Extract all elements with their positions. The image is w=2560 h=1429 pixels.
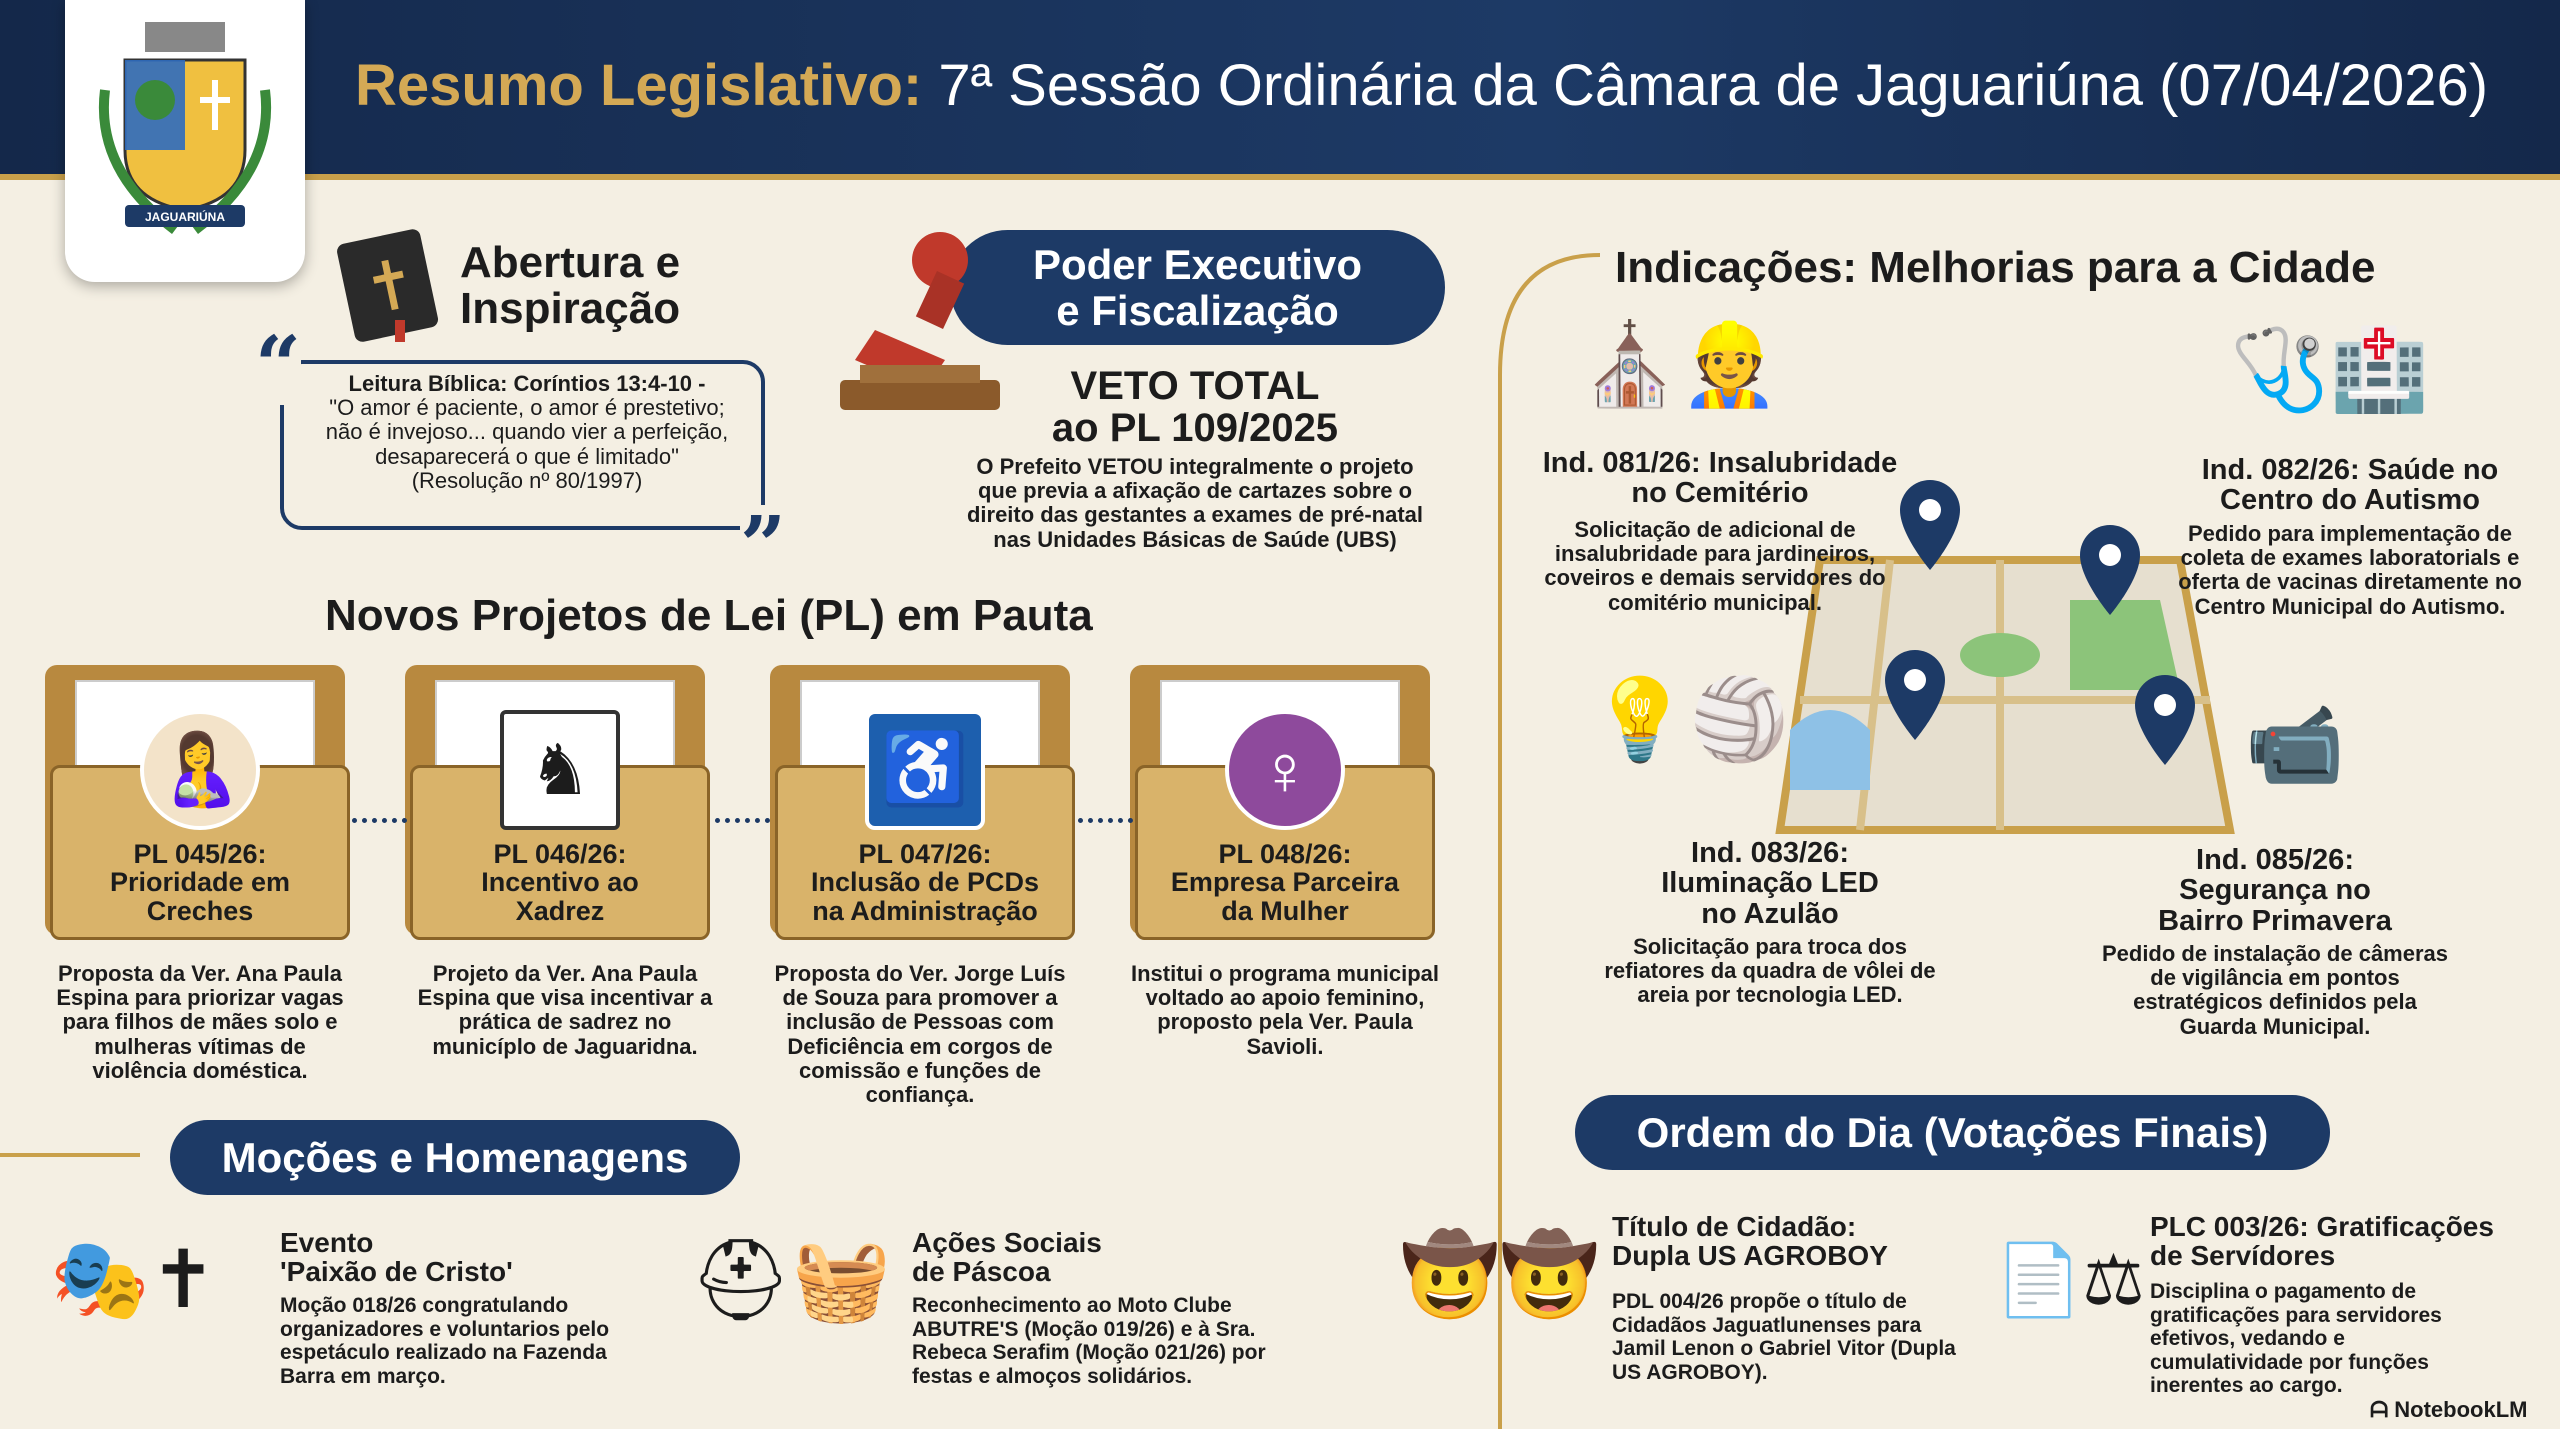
chess-icon: ♞ bbox=[500, 710, 620, 830]
project-desc: Projeto da Ver. Ana Paula Espina que vis… bbox=[417, 961, 713, 1059]
ordem-desc: PDL 004/26 propõe o título de Cidadãos J… bbox=[1612, 1290, 1956, 1384]
mocao-title: Evento 'Paixão de Cristo' bbox=[280, 1227, 513, 1288]
veto-desc-line: O Prefeito VETOU integralmente o projeto bbox=[976, 454, 1414, 479]
project-title: PL 047/26: Inclusão de PCDs na Administr… bbox=[810, 838, 1040, 926]
quote-line: desaparecerá o que é limitado" bbox=[375, 443, 679, 469]
indicacao-title: Ind. 082/26: Saúde no Centro do Autismo bbox=[2201, 454, 2499, 517]
indicacao-title: Ind. 083/26: Iluminação LED no Azulão bbox=[1661, 837, 1879, 930]
helmet-easter-basket-icon: ⛑🧺 bbox=[690, 1235, 892, 1324]
project-desc: Proposta do Ver. Jorge Luís de Souza par… bbox=[774, 961, 1066, 1107]
abertura-title-line: Inspiração bbox=[460, 284, 681, 334]
ordem-title: Título de Cidadão: Dupla US AGROBOY bbox=[1612, 1211, 1888, 1272]
veto-description: O Prefeito VETOU integralmente o projeto… bbox=[920, 454, 1470, 552]
pill-line: Poder Executivo bbox=[1032, 241, 1363, 289]
cowboys-ballot-icon: 🤠🤠 bbox=[1400, 1230, 1600, 1319]
mocao-desc: Moção 018/26 congratulando organizadores… bbox=[280, 1294, 610, 1388]
header-banner bbox=[0, 0, 2560, 180]
ordem-section-pill: Ordem do Dia (Votações Finais) bbox=[1575, 1095, 2330, 1170]
indicacao-desc: Pedido de instalação de câmeras de vigil… bbox=[2101, 941, 2449, 1039]
connector-dots bbox=[1078, 818, 1133, 823]
bible-quote-text: Leitura Bíblica: Coríntios 13:4-10 - "O … bbox=[292, 371, 762, 493]
quote-line: não é invejoso... quando vier a perfeiçã… bbox=[325, 419, 729, 445]
project-folder-pl046[interactable]: ♞PL 046/26: Incentivo ao Xadrez bbox=[405, 665, 715, 945]
page-title: Resumo Legislativo: 7ª Sessão Ordinária … bbox=[355, 52, 2488, 119]
ordem-title: PLC 003/26: Gratificações de Servídores bbox=[2150, 1211, 2494, 1272]
indicacoes-heading: Indicações: Melhorias para a Cidade bbox=[1615, 243, 2376, 292]
project-desc: Proposta da Ver. Ana Paula Espina para p… bbox=[56, 961, 344, 1083]
project-folder-pl045[interactable]: 🤱PL 045/26: Prioridade em Creches bbox=[45, 665, 355, 945]
project-title: PL 045/26: Prioridade em Creches bbox=[109, 838, 291, 926]
wheelchair-icon: ♿ bbox=[865, 710, 985, 830]
project-title: PL 046/26: Incentivo ao Xadrez bbox=[481, 838, 639, 926]
theater-masks-cross-icon: 🎭✝ bbox=[50, 1235, 217, 1324]
female-icon: ♀ bbox=[1225, 710, 1345, 830]
connector-dots bbox=[715, 818, 770, 823]
indicacao-desc: Pedido para implementação de coleta de e… bbox=[2178, 521, 2522, 619]
project-desc: Institui o programa municipal voltado ao… bbox=[1130, 961, 1440, 1059]
ordem-desc: Disciplina o pagamento de gratificações … bbox=[2150, 1280, 2442, 1398]
mocao-desc: Reconhecimento ao Moto Clube ABUTRE'S (M… bbox=[912, 1294, 1266, 1388]
indicacao-title: Ind. 085/26: Segurança no Bairro Primave… bbox=[2158, 844, 2392, 937]
security-camera-icon: 📹 bbox=[2245, 700, 2345, 789]
quote-line: "O amor é paciente, o amor é prestetivo; bbox=[329, 395, 725, 421]
health-clinic-icon: 🩺🏥 bbox=[2230, 325, 2430, 414]
veto-desc-line: que previa a afixação de cartazes sobre … bbox=[977, 478, 1413, 504]
mocoes-section-pill: Moções e Homenagens bbox=[170, 1120, 740, 1195]
logo-banner-text: JAGUARIÚNA bbox=[145, 209, 225, 224]
gold-divider-lines bbox=[0, 253, 1600, 1429]
veto-desc-line: direito das gestantes a exames de pré-na… bbox=[966, 502, 1424, 528]
pill-line: e Fiscalização bbox=[1056, 286, 1339, 334]
close-quote-icon: ” bbox=[740, 498, 787, 592]
mother-child-icon: 🤱 bbox=[140, 710, 260, 830]
city-map-illustration bbox=[1775, 480, 2235, 834]
volleyball-court-light-icon: 💡🏐 bbox=[1590, 675, 1790, 764]
indicacao-desc: Solicitação de adicional de insalubridad… bbox=[1544, 517, 1886, 615]
project-folder-pl048[interactable]: ♀PL 048/26: Empresa Parceira da Mulher bbox=[1130, 665, 1440, 945]
city-coat-of-arms-logo: JAGUARIÚNA bbox=[65, 0, 305, 282]
indicacao-title: Ind. 081/26: Insalubridade no Cemitério bbox=[1542, 447, 1898, 510]
connector-dots bbox=[352, 818, 407, 823]
title-rest: 7ª Sessão Ordinária da Câmara de Jaguari… bbox=[922, 53, 2489, 118]
open-quote-icon: “ bbox=[255, 318, 302, 412]
bible-quote-box bbox=[280, 360, 765, 530]
veto-line: VETO TOTAL bbox=[1070, 364, 1320, 408]
projetos-heading: Novos Projetos de Lei (PL) em Pauta bbox=[325, 591, 1093, 640]
veto-stamp-icon bbox=[830, 215, 1010, 415]
veto-line: ao PL 109/2025 bbox=[1051, 406, 1339, 450]
project-title: PL 048/26: Empresa Parceira da Mulher bbox=[1170, 838, 1400, 926]
title-highlight: Resumo Legislativo: bbox=[355, 53, 923, 118]
document-scales-icon: 📄⚖ bbox=[1995, 1241, 2145, 1319]
notebooklm-logo-icon: ᗩ bbox=[2370, 1397, 2389, 1422]
quote-line: Leitura Bíblica: Coríntios 13:4-10 - bbox=[348, 371, 706, 396]
brand-text: NotebookLM bbox=[2394, 1397, 2528, 1422]
abertura-title-line: Abertura e bbox=[460, 238, 681, 287]
mocao-title: Ações Sociais de Páscoa bbox=[912, 1227, 1102, 1288]
veto-desc-line: nas Unidades Básicas de Saúde (UBS) bbox=[993, 526, 1397, 552]
map-pin-icon bbox=[1885, 480, 2195, 765]
indicacao-desc: Solicitação para troca dos refiatores da… bbox=[1604, 934, 1936, 1008]
project-folder-pl047[interactable]: ♿PL 047/26: Inclusão de PCDs na Administ… bbox=[770, 665, 1080, 945]
quote-line: (Resolução nº 80/1997) bbox=[411, 467, 643, 493]
bible-icon bbox=[335, 225, 445, 345]
cemetery-worker-icon: ⛪👷 bbox=[1580, 320, 1780, 409]
